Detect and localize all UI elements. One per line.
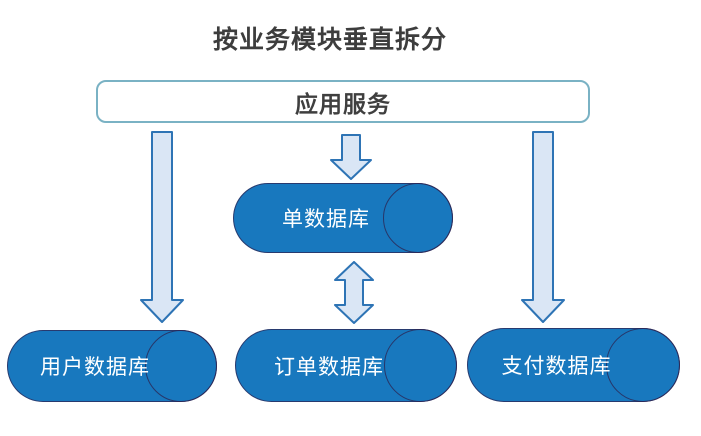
app-service-label: 应用服务 — [295, 90, 391, 117]
app-service-box: 应用服务 — [96, 80, 590, 123]
block-arrow-up-down-icon — [332, 261, 376, 329]
db-label-user: 用户数据库 — [40, 356, 150, 379]
cylinder-cap-icon — [145, 330, 217, 402]
db-label-payment: 支付数据库 — [501, 355, 612, 378]
cylinder-cap-icon — [606, 328, 680, 402]
block-arrow-down-icon — [521, 131, 565, 328]
db-label-single: 单数据库 — [282, 208, 370, 231]
db-cylinder-single: 单数据库 — [233, 183, 453, 253]
block-arrow-down-icon — [140, 131, 184, 328]
cylinder-cap-icon — [384, 329, 457, 402]
db-cylinder-user: 用户数据库 — [7, 330, 217, 402]
block-arrow-down-icon — [329, 134, 373, 186]
db-cylinder-payment: 支付数据库 — [467, 328, 680, 402]
diagram-title: 按业务模块垂直拆分 — [212, 26, 447, 54]
cylinder-cap-icon — [383, 183, 453, 253]
db-label-order: 订单数据库 — [274, 355, 384, 379]
db-cylinder-order: 订单数据库 — [235, 329, 457, 402]
